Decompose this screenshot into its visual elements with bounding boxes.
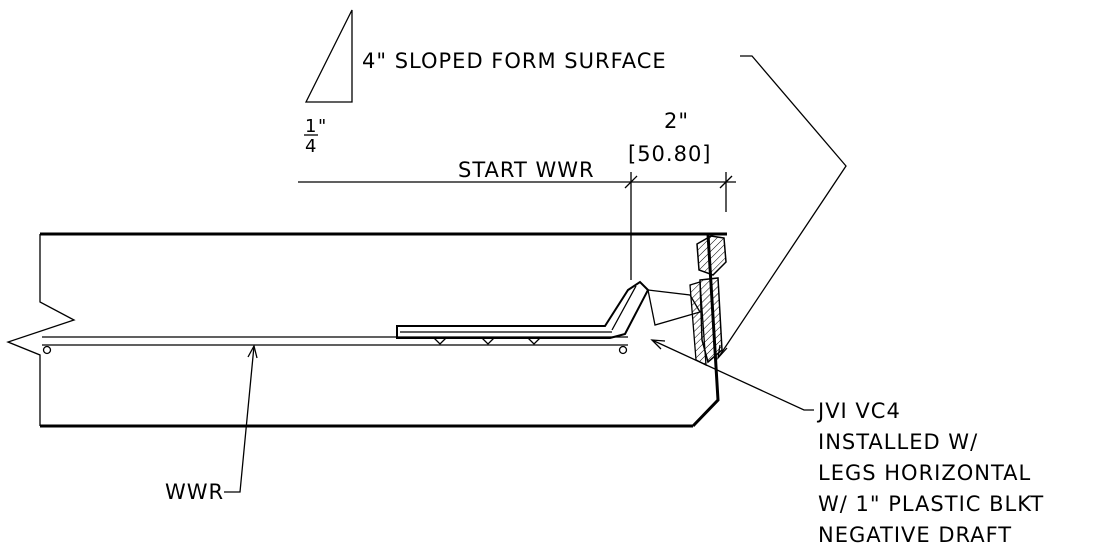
wwr-reinforcement [42, 336, 628, 355]
dim-tick-left [624, 175, 638, 189]
dim-metric-label: [50.80] [628, 142, 712, 166]
jvi-note-line-3: LEGS HORIZONTAL [818, 461, 1031, 485]
jvi-note-line-4: W/ 1" PLASTIC BLKT [818, 492, 1044, 516]
jvi-note-line-1: JVI VC4 [816, 399, 901, 423]
slope-run-unit: " [318, 116, 327, 137]
jvi-note: JVI VC4 INSTALLED W/ LEGS HORIZONTAL W/ … [816, 399, 1044, 547]
jvi-note-line-5: NEGATIVE DRAFT [818, 523, 1012, 547]
dim-tick-right [719, 175, 733, 189]
slope-leader-line [717, 55, 847, 359]
wwr-leader-arrow [247, 344, 258, 359]
break-line [6, 234, 76, 426]
jvi-vc4-connector [396, 280, 701, 345]
plastic-block [689, 235, 727, 367]
slope-run-numerator: 1 [305, 116, 317, 137]
jvi-leader-line [651, 339, 814, 411]
jvi-leader-arrow [650, 339, 666, 350]
jvi-note-line-2: INSTALLED W/ [818, 430, 978, 454]
wwr-leader-line [224, 345, 255, 493]
slope-run-denominator: 4 [305, 136, 317, 157]
slope-note-label: 4" SLOPED FORM SURFACE [362, 49, 667, 73]
start-wwr-label: START WWR [458, 158, 595, 182]
slope-triangle [304, 9, 353, 103]
wwr-label: WWR [165, 480, 224, 504]
dim-imperial-label: 2" [664, 109, 689, 133]
slab-outline [6, 232, 727, 428]
